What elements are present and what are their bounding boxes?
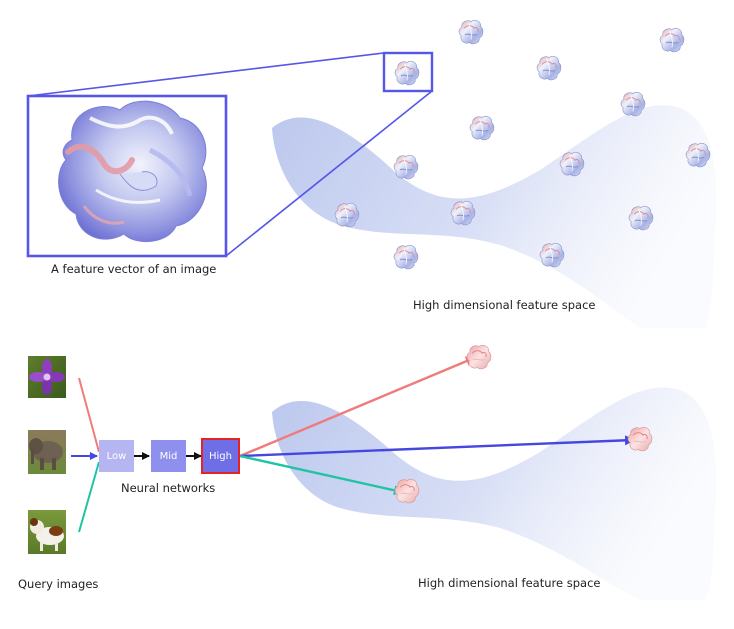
- feature-blob-icon: [393, 244, 419, 270]
- network-node-low: Low: [99, 440, 134, 472]
- feature-blob-icon: [627, 426, 653, 452]
- query-image-dog: [28, 510, 66, 554]
- feature-blob-icon: [394, 60, 420, 86]
- top-space-caption: High dimensional feature space: [413, 298, 596, 312]
- bottom-feature-manifold: [272, 387, 717, 600]
- feature-blob-icon: [458, 19, 484, 45]
- feature-blob-icon: [466, 344, 492, 370]
- feature-blob-icon: [659, 27, 685, 53]
- output-arrow-blue: [239, 435, 635, 458]
- top-feature-manifold: [272, 105, 717, 328]
- output-arrow-red: [239, 356, 476, 458]
- feature-blob-icon: [620, 91, 646, 117]
- input-arrows: [71, 377, 100, 533]
- feature-blob-icon: [394, 478, 420, 504]
- feature-blob-icon: [559, 151, 585, 177]
- feature-blob-icon: [334, 202, 360, 228]
- query-caption: Query images: [18, 577, 99, 591]
- feature-blob-icon: [685, 142, 711, 168]
- feature-blob-icon: [393, 154, 419, 180]
- query-image-elephant: [28, 430, 66, 474]
- bottom-space-caption: High dimensional feature space: [418, 576, 601, 590]
- zoom-caption: A feature vector of an image: [51, 262, 217, 276]
- zoom-source-frame: [382, 51, 434, 93]
- feature-blob-icon: [469, 115, 495, 141]
- feature-blob-icon: [628, 205, 654, 231]
- network-node-high: High: [201, 438, 240, 474]
- network-caption: Neural networks: [121, 481, 216, 495]
- query-image-flower: [28, 356, 66, 398]
- network-node-mid: Mid: [151, 440, 186, 472]
- feature-blob-icon: [539, 242, 565, 268]
- feature-blob-icon: [536, 55, 562, 81]
- feature-blob-icon: [450, 200, 476, 226]
- output-arrow-teal: [239, 454, 404, 496]
- feature-blob-large-icon: [58, 100, 207, 243]
